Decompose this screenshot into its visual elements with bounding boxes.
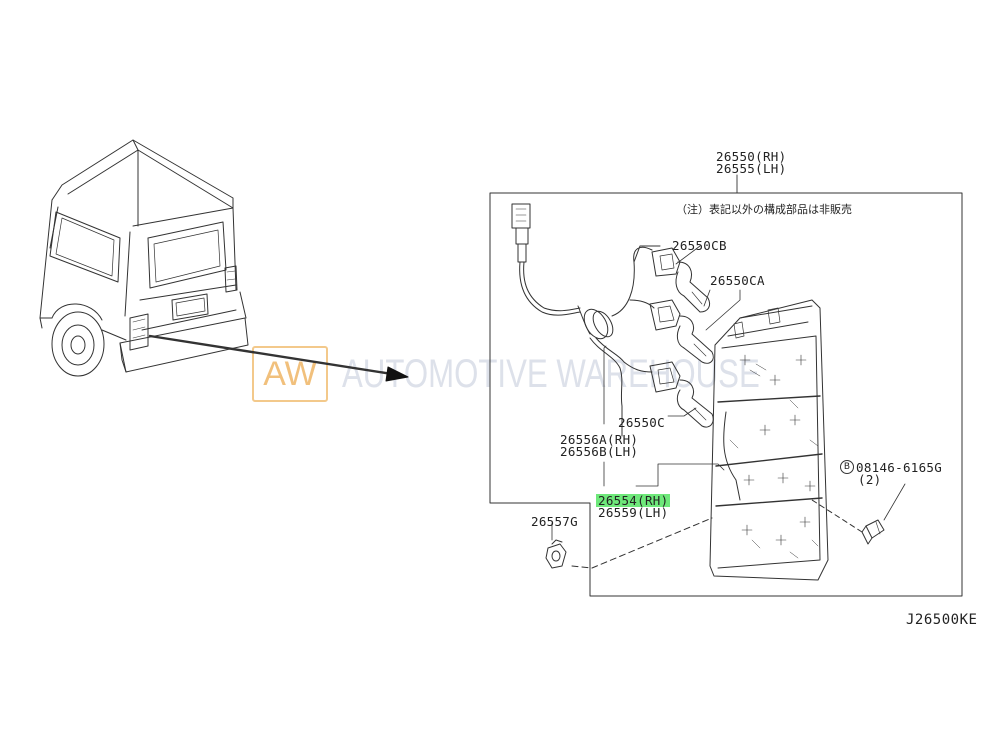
wire-harness — [511, 203, 661, 437]
socket-26550cb — [651, 247, 711, 313]
label-grommet-26557g: 26557G — [531, 514, 578, 529]
label-lens-rh: 26554(RH) — [596, 493, 671, 508]
label-socket-26550c: 26550C — [618, 415, 665, 430]
socket-26550c — [649, 361, 714, 428]
assembly-bracket — [489, 192, 963, 597]
watermark-text: AUTOMOTIVE WAREHOUSE — [342, 352, 760, 396]
figure-id: J26500KE — [906, 612, 978, 628]
grommet-26557g — [545, 539, 567, 569]
pointer-arrow — [148, 334, 394, 376]
japanese-note: （注）表記以外の構成部品は非販売 — [676, 203, 852, 216]
label-socket-26550cb: 26550CB — [672, 238, 727, 253]
label-bolt-08146-6165g: 08146-6165G — [856, 460, 943, 475]
bolt-08146-6165g — [811, 499, 885, 545]
socket-26550ca — [649, 299, 714, 364]
bolt-marker-letter: B — [843, 462, 851, 472]
label-assembly-lh: 26555(LH) — [716, 161, 787, 176]
label-bolt-qty: (2) — [858, 472, 882, 487]
label-harness-lh: 26556B(LH) — [560, 444, 639, 459]
tail-lamp-housing — [709, 299, 829, 581]
label-assembly-rh: 26550(RH) — [716, 149, 787, 164]
bolt-circle-marker: B — [840, 460, 854, 474]
van-rear-illustration — [39, 139, 249, 377]
label-lens-lh: 26559(LH) — [598, 505, 669, 520]
label-harness-rh: 26556A(RH) — [560, 432, 639, 447]
label-socket-26550ca: 26550CA — [710, 273, 765, 288]
